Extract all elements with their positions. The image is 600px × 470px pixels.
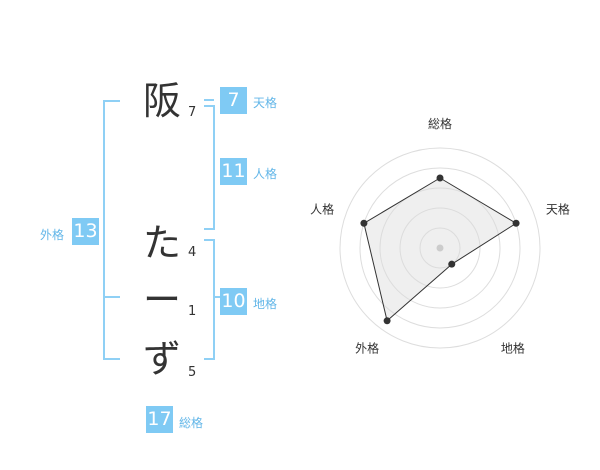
radar-axis-label-4: 外格 [355, 340, 379, 355]
name-char-4: ず [142, 337, 181, 381]
radar-point-5 [360, 219, 368, 227]
name-char-2: た [142, 221, 181, 265]
soukaku-label: 総格 [179, 416, 204, 430]
chikaku-bracket [204, 239, 215, 360]
name-char-1: 阪 [142, 79, 181, 123]
radar-ring-2 [399, 207, 481, 289]
stroke-count-3: 1 [188, 304, 197, 319]
radar-point-2 [512, 219, 520, 227]
stroke-count-2: 4 [188, 245, 197, 260]
radar-axis-label-5: 人格 [310, 202, 334, 217]
radar-axis-label-1: 総格 [428, 116, 452, 131]
radar-center-dot [436, 244, 444, 252]
radar-ring-4 [359, 167, 521, 329]
tenkaku-value-box: 7 [220, 87, 247, 114]
radar-ring-1 [419, 227, 461, 269]
gaikaku-label: 外格 [40, 228, 65, 242]
name-char-3: ー [142, 278, 181, 322]
radar-point-1 [436, 174, 444, 182]
radar-axis-label-2: 天格 [546, 202, 570, 217]
stroke-count-1: 7 [188, 105, 197, 120]
stroke-count-4: 5 [188, 365, 197, 380]
gaikaku-value-box: 13 [72, 218, 99, 245]
radar-point-4 [383, 317, 391, 325]
radar-axis-label-3: 地格 [501, 340, 525, 355]
chikaku-label: 地格 [253, 297, 278, 311]
radar-ring-3 [379, 187, 501, 309]
jinkaku-bracket [204, 105, 215, 230]
soukaku-value-box: 17 [146, 406, 173, 433]
gaikaku-bracket [103, 100, 120, 360]
jinkaku-value-box: 11 [220, 158, 247, 185]
tenkaku-label: 天格 [253, 96, 278, 110]
jinkaku-label: 人格 [253, 167, 278, 181]
radar-point-3 [448, 260, 456, 268]
chikaku-value-box: 10 [220, 288, 247, 315]
